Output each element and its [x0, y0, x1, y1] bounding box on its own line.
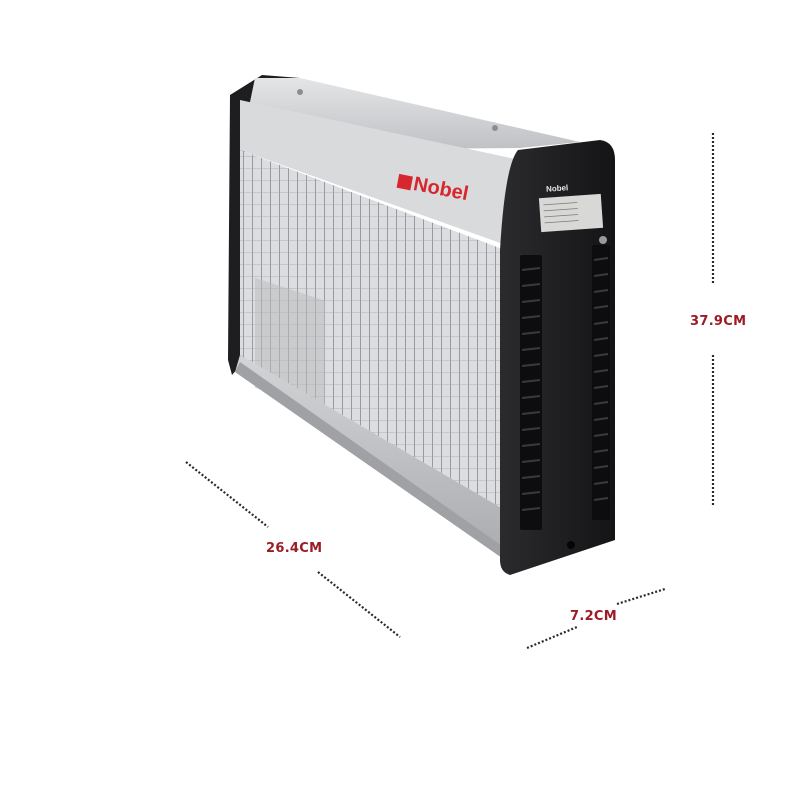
depth-line-left: [526, 625, 578, 650]
bottom-tray: [235, 355, 505, 560]
height-dimension-label: 37.9CM: [690, 314, 747, 329]
spec-label: [538, 193, 604, 233]
depth-line-right: [616, 587, 666, 606]
top-housing: [240, 78, 580, 250]
right-end-cap: [500, 140, 615, 575]
end-cap-brand: Nobel: [545, 183, 569, 194]
length-line-left: [185, 461, 269, 528]
length-line-right: [317, 571, 401, 638]
dimension-lines: [185, 133, 715, 650]
depth-dimension-label: 7.2CM: [570, 609, 618, 624]
length-dimension-label: 26.4CM: [266, 541, 323, 556]
brand-mark-icon: [396, 173, 413, 191]
